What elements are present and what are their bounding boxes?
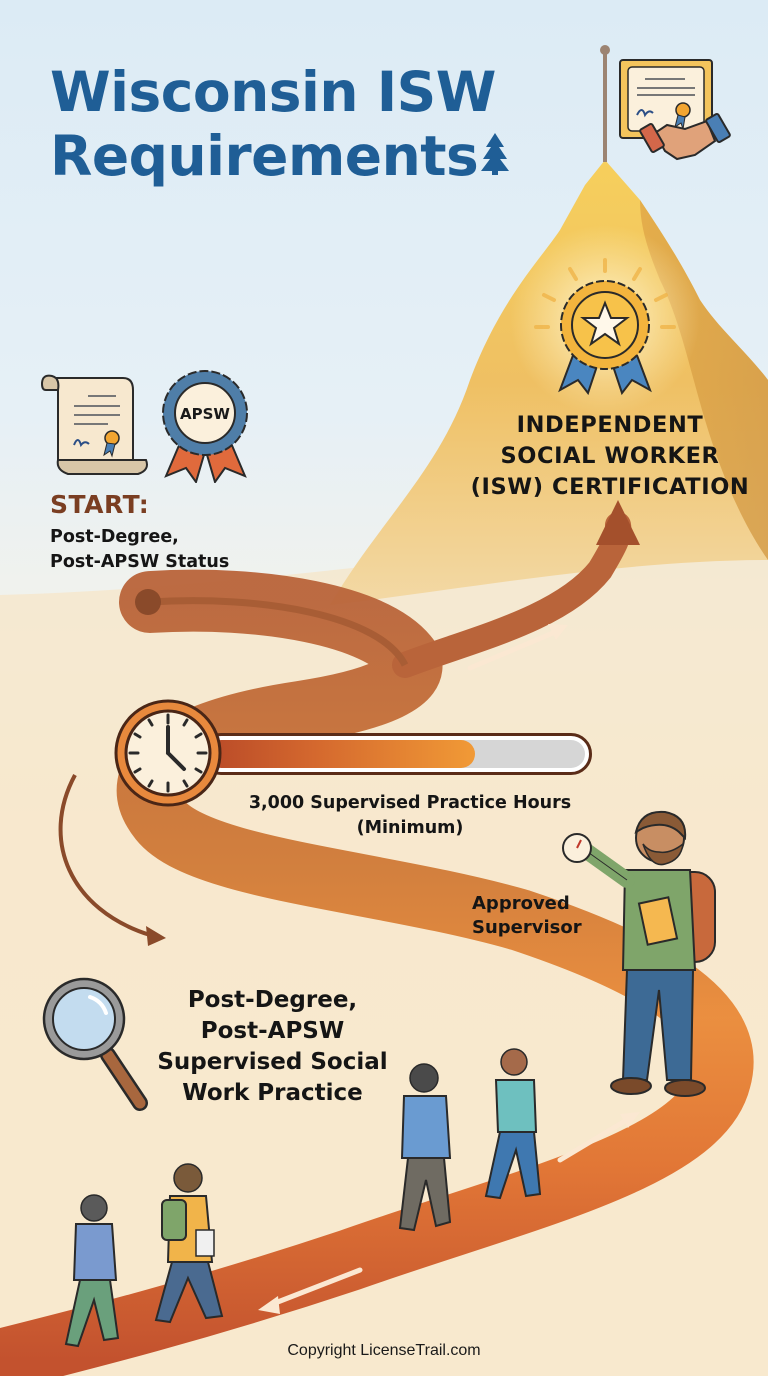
- practice-label-line-1: Post-Degree,: [187, 987, 358, 1013]
- progress-fill: [207, 740, 476, 768]
- curved-arrow-icon: [58, 774, 151, 937]
- apsw-badge-icon: APSW: [162, 370, 248, 483]
- certificate-handshake-icon: [619, 59, 731, 161]
- practice-label-line-4: Work Practice: [182, 1080, 363, 1106]
- practice-label-line-2: Post-APSW: [200, 1018, 345, 1044]
- hours-label-line-2: (Minimum): [356, 818, 464, 838]
- start-dot-icon: [135, 589, 161, 615]
- progress-track: [207, 740, 585, 768]
- title-line-2: Requirements: [50, 124, 510, 188]
- isw-label-line-2: SOCIAL WORKER: [500, 443, 720, 469]
- hours-progress-bar: [200, 733, 592, 775]
- supervisor-label-line-2: Supervisor: [472, 917, 582, 938]
- apsw-badge-text: APSW: [180, 405, 230, 423]
- start-description: Post-Degree, Post-APSW Status: [50, 525, 229, 575]
- pine-tree-icon: [481, 133, 510, 175]
- hours-label-line-1: 3,000 Supervised Practice Hours: [248, 793, 572, 813]
- supervisor-with-stopwatch-icon: [562, 810, 716, 1097]
- page-title: Wisconsin ISW Requirements: [50, 60, 510, 188]
- title-line-1: Wisconsin ISW: [50, 60, 496, 124]
- practice-label-line-3: Supervised Social: [157, 1049, 388, 1075]
- diploma-scroll-icon: [40, 374, 148, 475]
- start-label: START:: [50, 490, 150, 519]
- star-award-ribbon-icon: [534, 258, 676, 395]
- magnifying-glass-icon: [42, 977, 148, 1111]
- isw-label-line-3: (ISW) CERTIFICATION: [470, 474, 750, 500]
- practice-label: Post-Degree, Post-APSW Supervised Social…: [130, 985, 415, 1109]
- supervisor-label-line-1: Approved: [472, 893, 570, 914]
- clock-icon: [114, 699, 222, 807]
- start-desc-line-1: Post-Degree,: [50, 527, 179, 547]
- summit-arrow-icon: [596, 500, 640, 545]
- start-desc-line-2: Post-APSW Status: [50, 552, 230, 572]
- supervisor-label: Approved Supervisor: [472, 892, 582, 940]
- copyright-footer: Copyright LicenseTrail.com: [287, 1342, 481, 1359]
- isw-label-line-1: INDEPENDENT: [516, 412, 704, 438]
- isw-certification-label: INDEPENDENT SOCIAL WORKER (ISW) CERTIFIC…: [470, 410, 750, 503]
- hours-label: 3,000 Supervised Practice Hours (Minimum…: [220, 791, 600, 841]
